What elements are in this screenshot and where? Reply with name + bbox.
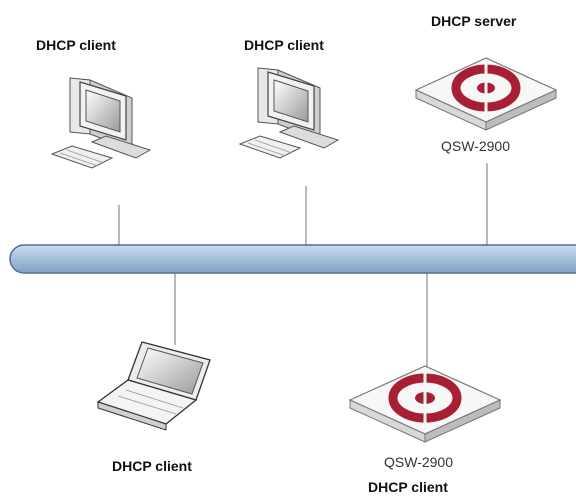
switch-server-icon (414, 57, 558, 131)
client-top-mid-label: DHCP client (244, 37, 324, 53)
client-switch-model-label: QSW-2900 (384, 454, 453, 470)
client-top-left-label: DHCP client (36, 37, 116, 53)
connection-lines (118, 163, 488, 372)
server-label: DHCP server (431, 13, 517, 29)
laptop-icon (96, 341, 211, 431)
client-switch-label: DHCP client (368, 479, 448, 495)
desktop-computer-icon (238, 67, 340, 159)
desktop-computer-icon (50, 77, 152, 169)
network-bus (9, 244, 576, 274)
laptop-label: DHCP client (112, 458, 192, 474)
server-model-label: QSW-2900 (441, 138, 510, 154)
switch-client-icon (348, 365, 502, 443)
